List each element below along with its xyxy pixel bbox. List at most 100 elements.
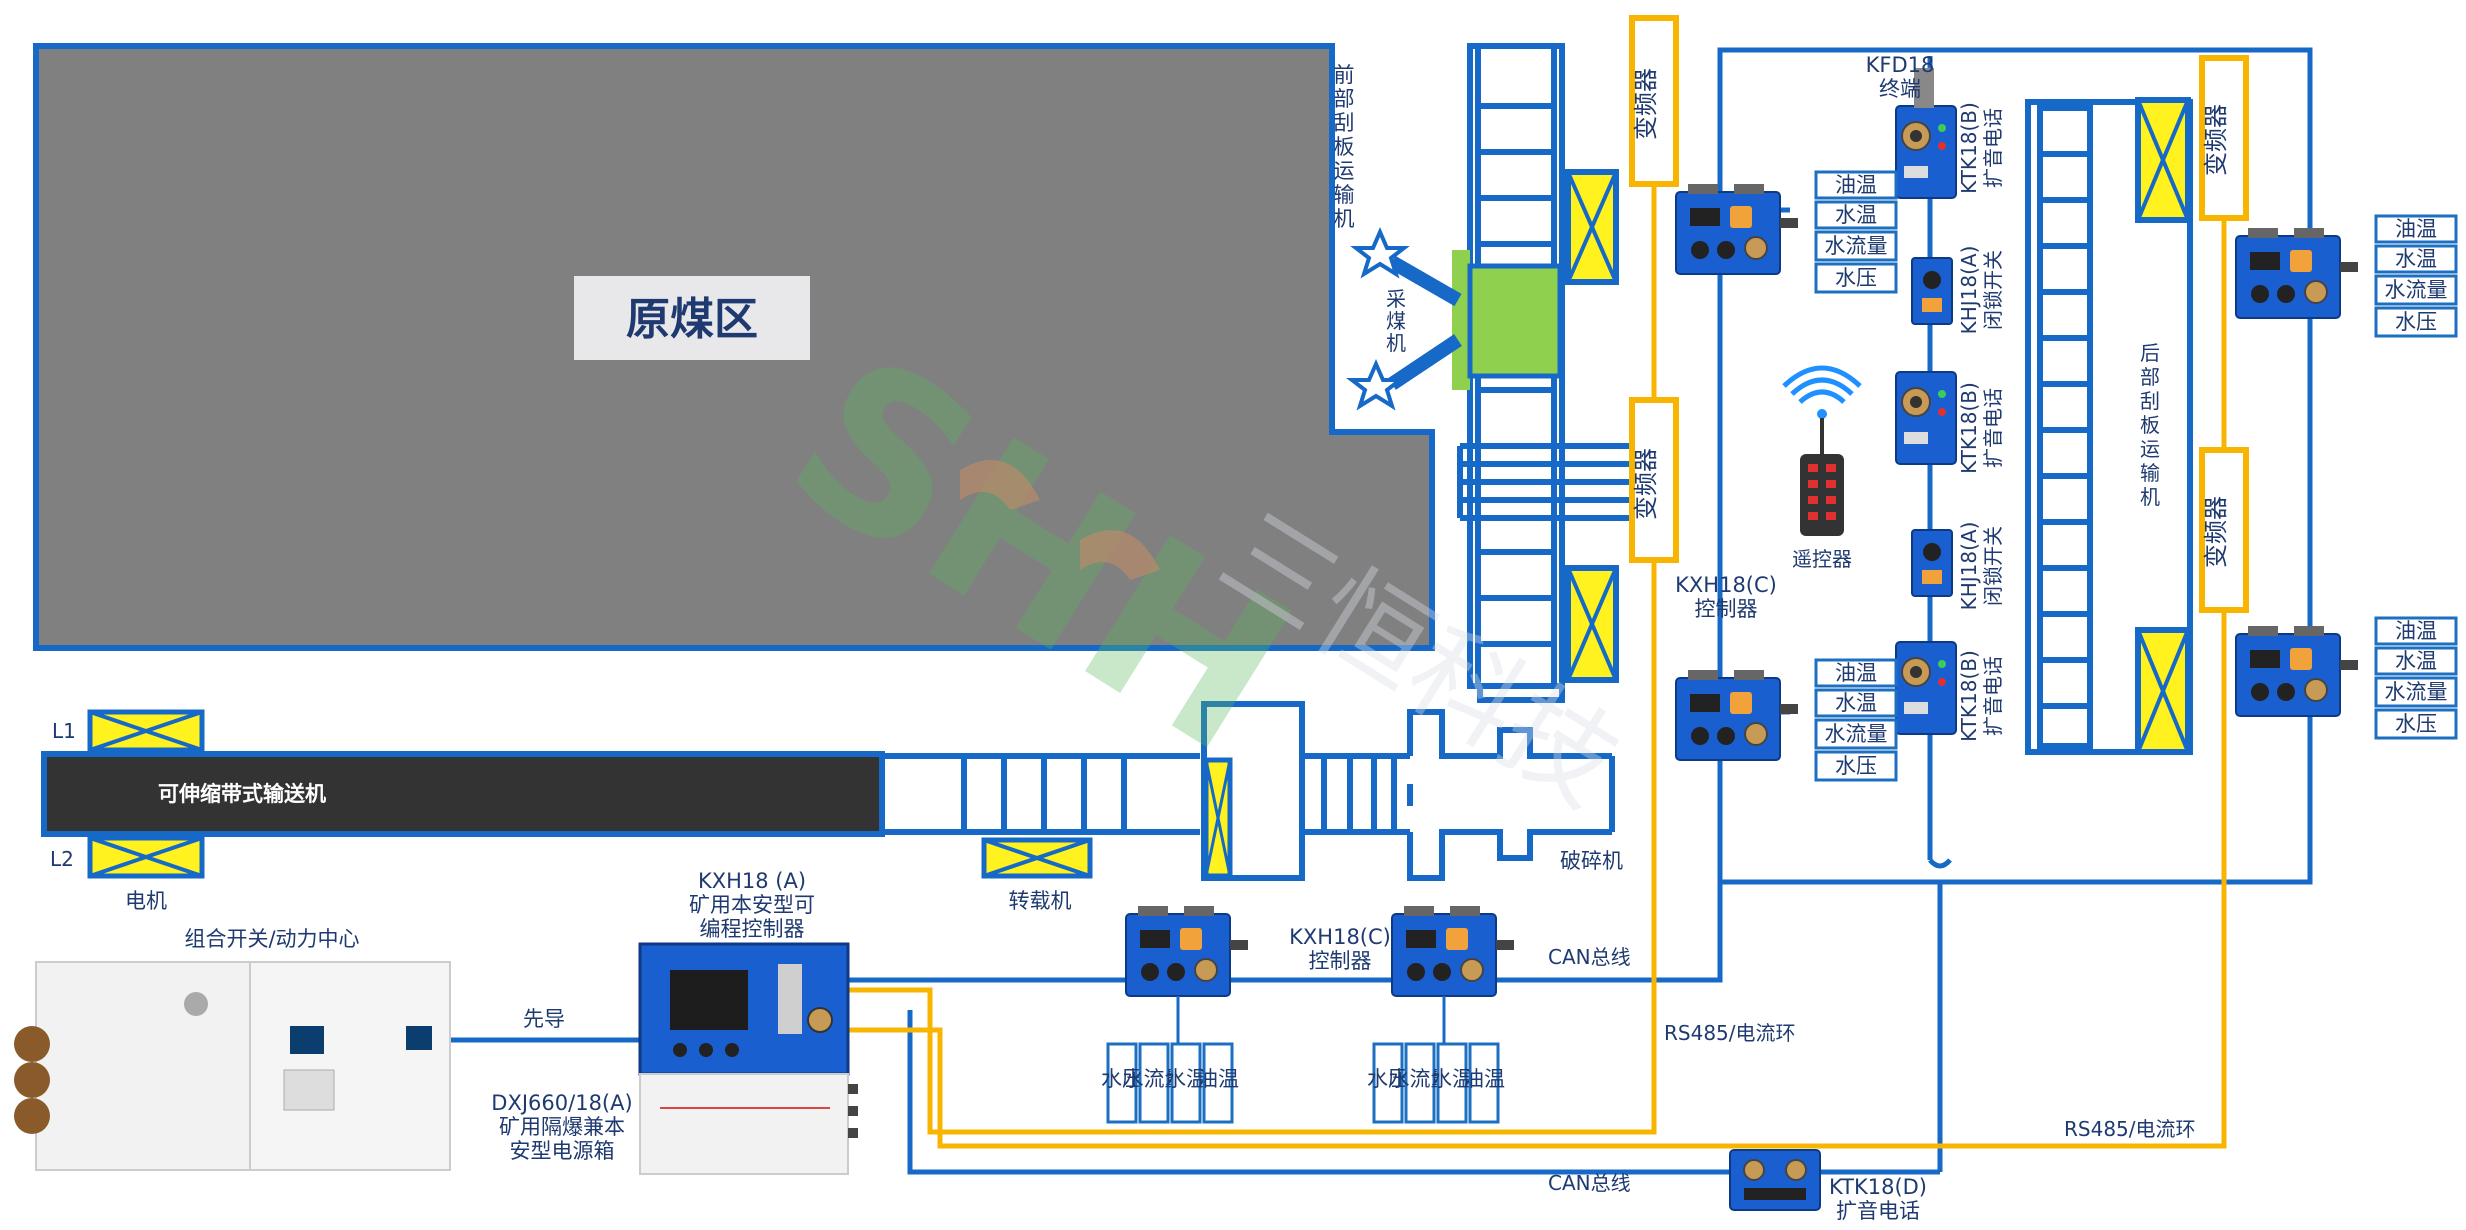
sensor-group-rear-top: 油温 水温 水流量 水压 [2374,214,2458,338]
svg-text:输: 输 [1334,183,1355,207]
inverter-front-top: 变频器 [1629,15,1679,187]
kxh18c-right-title: KXH18(C) [1675,573,1777,597]
rear-motor-upper [2135,97,2191,223]
svg-text:扩音电话: 扩音电话 [1981,388,2005,468]
svg-text:油温: 油温 [1463,1067,1505,1091]
belt-conveyor-label: 可伸缩带式输送机 [158,782,326,806]
cutter-drum-upper [1350,227,1410,279]
ktk18b-label-mid: KTK18(B) 扩音电话 [1957,382,2005,474]
transfer-motor-vertical [1203,757,1233,879]
sensor-group-rear-bottom: 油温 水温 水流量 水压 [2374,616,2458,740]
inverter-rear-mid: 变频器 [2199,447,2249,613]
ktk18b-phone-bottom [1895,641,1957,735]
remote-controller: 遥控器 [1782,365,1862,571]
svg-text:运: 运 [2140,437,2160,461]
svg-text:油温: 油温 [2395,217,2437,241]
ktk18b-phone-mid [1895,371,1957,465]
kxh18a-title: KXH18 (A) [698,869,806,893]
svg-text:运: 运 [1334,159,1355,183]
khj18a-lock-bottom [1911,529,1953,597]
front-motor-lower [1565,565,1619,683]
svg-text:板: 板 [1334,135,1355,159]
kxh18c-mid-title: KXH18(C) [1289,925,1391,949]
svg-text:变频器: 变频器 [1632,448,1660,520]
svg-text:KTK18(B): KTK18(B) [1957,382,1981,474]
svg-text:水温: 水温 [1431,1067,1473,1091]
l1-label: L1 [52,719,76,743]
kxh18c-controller-top [1675,183,1799,275]
crusher-label: 破碎机 [1560,849,1623,873]
shearer: 采 煤 机 [1346,227,1563,411]
svg-text:水流量: 水流量 [1825,234,1888,258]
rear-controller-bottom [2235,625,2359,717]
svg-text:水流量: 水流量 [2385,680,2448,704]
svg-text:刮: 刮 [2140,389,2160,413]
kfd18-title: KFD18 [1866,53,1935,77]
svg-text:机: 机 [1386,331,1406,355]
front-scraper-conveyor [1457,43,1630,689]
l2-label: L2 [50,847,74,871]
svg-text:水压: 水压 [1835,266,1877,290]
kxh18c-mid-sub: 控制器 [1309,949,1372,973]
svg-text:KTK18(B): KTK18(B) [1957,650,1981,742]
cutter-drum-lower [1346,359,1406,411]
belt-motor-l2 [87,835,205,879]
rear-scraper-conveyor [2025,99,2193,755]
svg-text:机: 机 [2140,485,2160,509]
transfer-label: 转载机 [1009,889,1072,913]
sensor-links [1176,996,1446,1044]
svg-text:油温: 油温 [2395,619,2437,643]
combo-switch-cabinet [14,961,451,1171]
sensor-group-bottom-mid: 水压 水流量 水温 油温 [1367,1042,1505,1124]
sensor-group-right-bottom: 油温 水温 水流量 水压 [1814,658,1898,782]
svg-text:机: 机 [1334,207,1355,231]
khj18a-label-bottom: KHJ18(A) 闭锁开关 [1957,522,2005,611]
can-bus-label-1: CAN总线 [1548,945,1631,969]
svg-text:闭锁开关: 闭锁开关 [1981,250,2005,330]
svg-text:水温: 水温 [1835,203,1877,227]
svg-text:后: 后 [2140,341,2160,365]
svg-text:水温: 水温 [1835,691,1877,715]
ktk18b-phone-top [1895,105,1957,199]
dxj-line2: 矿用隔爆兼本 [499,1115,625,1139]
svg-text:水压: 水压 [1835,754,1877,778]
svg-text:变频器: 变频器 [2202,104,2230,176]
svg-text:水流量: 水流量 [1825,722,1888,746]
svg-text:水流量: 水流量 [2385,278,2448,302]
rs485-label-2: RS485/电流环 [2064,1117,2196,1141]
transfer-conveyor [882,686,1615,881]
rs485-label-1: RS485/电流环 [1664,1021,1796,1045]
svg-text:水压: 水压 [2395,310,2437,334]
belt-motor-l1 [87,709,205,753]
raw-coal-area: 原煤区 [33,43,1435,651]
kxh18c-controller-mid [1391,905,1515,997]
kxh18a-controller [638,942,858,1175]
svg-text:KHJ18(A): KHJ18(A) [1957,522,1981,611]
kxh18c-controller-mid-left [1125,905,1249,997]
svg-text:变频器: 变频器 [2202,496,2230,568]
ktk18d-title: KTK18(D) [1829,1175,1927,1199]
khj18a-label-top: KHJ18(A) 闭锁开关 [1957,246,2005,335]
kxh18c-controller-right [1675,669,1799,761]
inverter-front-mid: 变频器 [1629,397,1679,563]
rear-conveyor-label: 后 部 刮 板 运 输 机 [2140,341,2160,509]
front-conveyor-label: 前 部 刮 板 运 输 机 [1334,63,1355,231]
kfd18-sub: 终端 [1879,77,1921,101]
svg-text:水温: 水温 [2395,649,2437,673]
svg-text:油温: 油温 [1835,173,1877,197]
raw-coal-label: 原煤区 [626,294,758,345]
svg-text:扩音电话: 扩音电话 [1981,656,2005,736]
remote-label: 遥控器 [1792,547,1852,571]
kfd18-terminal [1914,68,1934,108]
kxh18c-right-sub: 控制器 [1695,597,1758,621]
belt-conveyor: 可伸缩带式输送机 [41,751,885,837]
svg-text:KHJ18(A): KHJ18(A) [1957,246,1981,335]
rs485-lines [848,186,2227,1149]
rear-controller-top [2235,227,2359,319]
ktk18b-label-bottom: KTK18(B) 扩音电话 [1957,650,2005,742]
svg-text:KTK18(B): KTK18(B) [1957,102,1981,194]
kxh18a-line2: 矿用本安型可 [689,893,815,917]
sensor-group-bottom-left: 水压 水流量 水温 油温 [1101,1042,1239,1124]
svg-text:部: 部 [2140,365,2160,389]
svg-text:刮: 刮 [1334,111,1355,135]
